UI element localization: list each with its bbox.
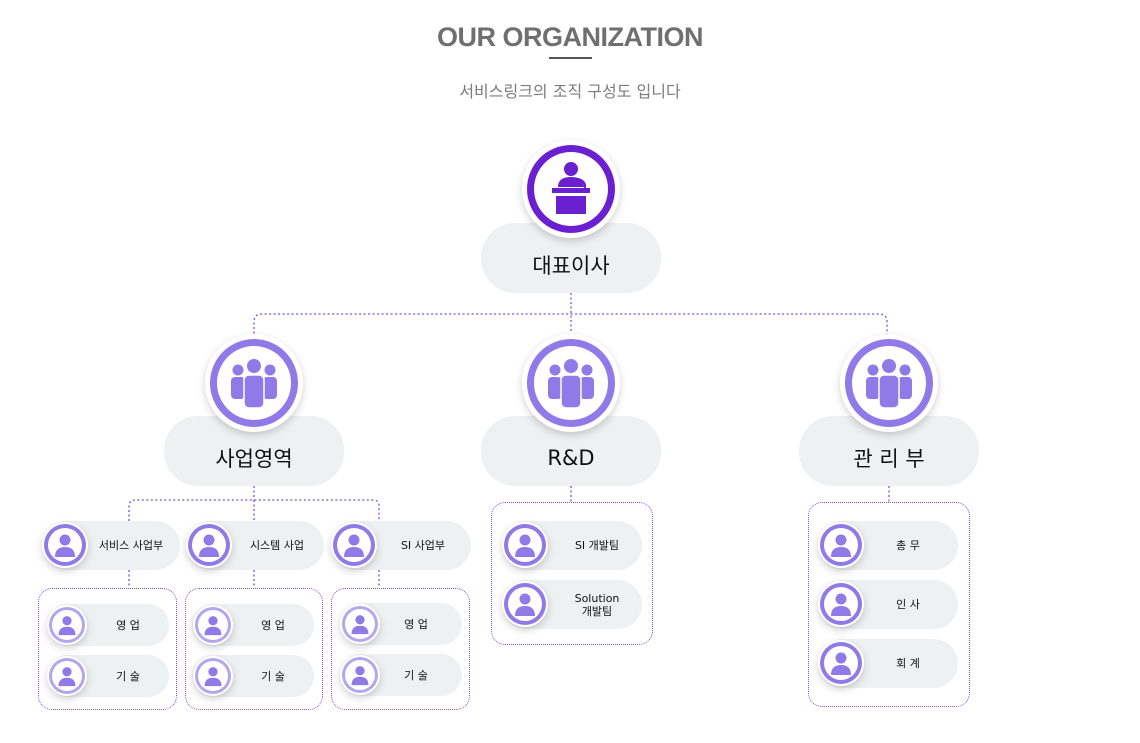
group-icon: [866, 359, 912, 409]
person-icon: [58, 667, 76, 687]
dept-icon-circle-business: [205, 334, 303, 432]
ceo-icon-circle: [522, 140, 620, 238]
person-icon-circle: [340, 655, 380, 695]
dept-icon-circle-admin: [840, 334, 938, 432]
dept-label-rnd: R&D: [547, 446, 595, 470]
dept-pill-business: 사업영역: [164, 416, 344, 486]
team-label: 기 술: [261, 669, 285, 683]
person-icon: [55, 534, 75, 557]
dept-label-business: 사업영역: [215, 447, 293, 471]
person-icon: [515, 534, 535, 557]
page-subtitle: 서비스링크의 조직 구성도 입니다: [459, 82, 681, 101]
person-icon-circle: [193, 605, 233, 645]
team-box-service: [38, 588, 177, 710]
ceo-label: 대표이사: [532, 254, 610, 278]
dept-label-admin: 관 리 부: [853, 447, 925, 471]
person-icon: [831, 652, 851, 675]
person-icon: [831, 534, 851, 557]
person-icon: [351, 666, 369, 686]
team-label: 영 업: [116, 618, 140, 632]
team-box-si: [331, 588, 470, 710]
team-box-rnd: [491, 502, 653, 645]
person-icon-circle: [186, 522, 232, 568]
person-icon-circle: [47, 656, 87, 696]
person-icon-circle: [340, 604, 380, 644]
team-label: 총 무: [896, 539, 920, 552]
title-underline: [549, 57, 592, 59]
team-label: 인 사: [896, 598, 920, 611]
team-label: Solution 개발팀: [574, 591, 620, 618]
group-icon: [231, 359, 277, 409]
group-icon: [548, 359, 594, 409]
team-label: 영 업: [261, 618, 285, 632]
team-box-system: [185, 588, 323, 710]
unit-label-si: SI 사업부: [400, 539, 446, 552]
team-label: SI 개발팀: [574, 539, 620, 552]
dept-icon-circle-rnd: [522, 334, 620, 432]
person-icon: [58, 616, 76, 636]
person-icon-circle: [193, 656, 233, 696]
person-icon: [515, 593, 535, 616]
page-title: OUR ORGANIZATION: [437, 22, 703, 52]
person-icon: [204, 616, 222, 636]
person-icon-circle: [502, 581, 548, 627]
person-icon-circle: [42, 522, 88, 568]
person-icon-circle: [47, 605, 87, 645]
team-label: 기 술: [404, 668, 428, 682]
person-icon: [344, 534, 364, 557]
person-icon: [199, 534, 219, 557]
person-icon-circle: [818, 522, 864, 568]
person-icon-circle: [818, 581, 864, 627]
person-icon-circle: [818, 640, 864, 686]
team-box-admin: [808, 502, 970, 707]
person-icon: [831, 593, 851, 616]
team-label: 영 업: [404, 617, 428, 631]
unit-label-service: 서비스 사업부: [98, 539, 164, 552]
person-icon: [351, 615, 369, 635]
unit-label-system: 시스템 사업: [249, 539, 305, 552]
person-icon-circle: [331, 522, 377, 568]
team-label: 회 계: [896, 657, 920, 670]
team-label: 기 술: [116, 669, 140, 683]
podium-speaker-icon: [552, 162, 590, 214]
person-icon-circle: [502, 522, 548, 568]
person-icon: [204, 667, 222, 687]
